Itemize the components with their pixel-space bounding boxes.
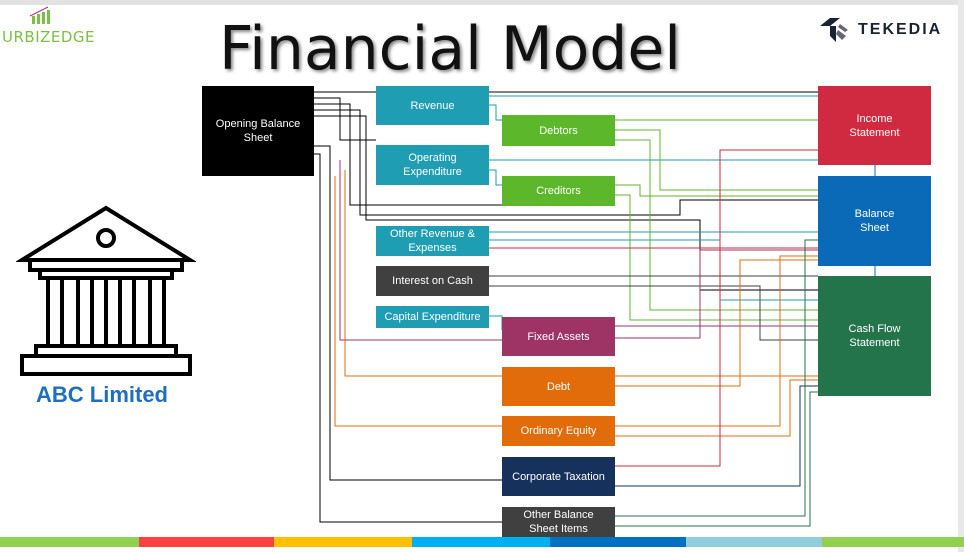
- connector-line: [615, 194, 818, 321]
- page-title: Financial Model: [219, 14, 681, 84]
- tekedia-text: TEKEDIA: [858, 21, 943, 38]
- operating-expenditure-box: Operating Expenditure: [376, 145, 489, 185]
- connector-line: [615, 139, 818, 311]
- other-balance-sheet-items-box: Other Balance Sheet Items: [502, 507, 615, 537]
- interest-on-cash-box: Interest on Cash: [376, 266, 489, 296]
- connector-line: [314, 109, 818, 216]
- debt-box: Debt: [502, 367, 615, 406]
- connector-line: [615, 255, 818, 427]
- connector-line: [339, 160, 502, 341]
- connector-line: [615, 184, 818, 197]
- connector-line: [314, 97, 376, 141]
- connector-line: [314, 145, 502, 481]
- footer-stripe: [412, 537, 550, 547]
- connector-line: [489, 315, 503, 330]
- revenue-box: Revenue: [376, 86, 489, 125]
- opening-balance-sheet-box: Opening Balance Sheet: [202, 86, 314, 176]
- corporate-taxation-box: Corporate Taxation: [502, 457, 615, 496]
- tekedia-logo: TEKEDIA: [818, 16, 942, 44]
- connector-line: [489, 285, 818, 341]
- connector-line: [615, 385, 818, 487]
- tekedia-mark-icon: [820, 18, 848, 42]
- connector-line: [615, 259, 818, 387]
- connector-line: [615, 239, 818, 517]
- debtors-box: Debtors: [502, 115, 615, 146]
- company-name: ABC Limited: [36, 382, 168, 407]
- ordinary-equity-box: Ordinary Equity: [502, 416, 615, 446]
- balance-sheet-box: Balance Sheet: [818, 176, 931, 266]
- connector-line: [615, 149, 818, 467]
- connector-line: [615, 379, 818, 437]
- footer-stripe: [550, 537, 686, 547]
- other-revenue-box: Other Revenue & Expenses: [376, 226, 489, 256]
- connector-line: [615, 249, 818, 339]
- connector-line: [489, 169, 502, 186]
- income-statement-box: Income Statement: [818, 86, 931, 165]
- capital-expenditure-box: Capital Expenditure: [376, 306, 489, 328]
- footer-stripe: [822, 537, 964, 547]
- connector-line: [344, 170, 502, 377]
- connector-line: [489, 239, 818, 301]
- window-top-bar: [0, 0, 964, 5]
- footer-stripe: [139, 537, 274, 547]
- fixed-assets-box: Fixed Assets: [502, 317, 615, 356]
- bank-building-icon: [14, 204, 198, 387]
- footer-stripe: [686, 537, 822, 547]
- connector-line: [314, 153, 502, 523]
- logo-left-text: URBIZEDGE: [2, 28, 96, 46]
- connector-line: [615, 391, 818, 527]
- creditors-box: Creditors: [502, 176, 615, 206]
- window-edge: [958, 0, 964, 552]
- connector-line: [615, 129, 818, 191]
- connector-line: [334, 176, 502, 427]
- connector-line: [489, 104, 502, 121]
- cash-flow-statement-box: Cash Flow Statement: [818, 276, 931, 396]
- footer-stripe: [274, 537, 412, 547]
- footer-stripe: [0, 537, 139, 547]
- connector-line: [314, 103, 502, 206]
